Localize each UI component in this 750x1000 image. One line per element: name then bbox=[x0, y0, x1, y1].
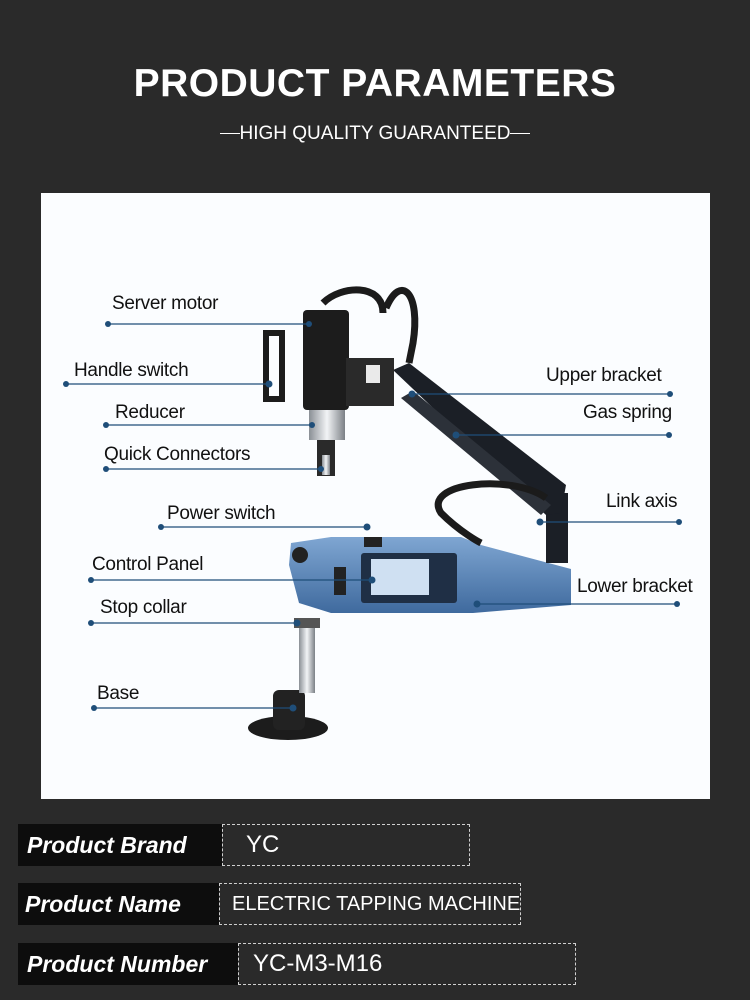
label-power-switch: Power switch bbox=[167, 503, 276, 524]
panel-buttons bbox=[334, 567, 346, 595]
spec-key-name: Product Name bbox=[18, 883, 219, 925]
leader-lines bbox=[66, 323, 679, 709]
label-handle-switch: Handle switch bbox=[74, 360, 189, 381]
spec-value-name: ELECTRIC TAPPING MACHINE bbox=[219, 883, 521, 925]
control-screen bbox=[371, 559, 429, 595]
label-control-panel: Control Panel bbox=[92, 554, 204, 575]
spec-key-number: Product Number bbox=[18, 943, 238, 985]
spec-key-brand: Product Brand bbox=[18, 824, 222, 866]
label-upper-bracket: Upper bracket bbox=[546, 365, 662, 386]
label-stop-collar: Stop collar bbox=[100, 597, 187, 618]
machine-illustration bbox=[63, 286, 682, 740]
label-server-motor: Server motor bbox=[112, 293, 219, 314]
leader-dots bbox=[63, 321, 682, 712]
power-cable-right bbox=[382, 286, 419, 364]
power-switch-knob bbox=[364, 537, 382, 547]
control-knob bbox=[292, 547, 308, 563]
label-quick-connectors: Quick Connectors bbox=[104, 444, 251, 465]
power-cable-upper bbox=[320, 286, 387, 314]
page-subtitle: HIGH QUALITY GUARANTEED bbox=[0, 123, 750, 145]
label-link-axis: Link axis bbox=[606, 491, 678, 512]
label-lower-bracket: Lower bracket bbox=[577, 576, 693, 597]
upper-bracket-arm bbox=[393, 363, 566, 515]
quick-connector-tip bbox=[322, 455, 330, 475]
label-gas-spring: Gas spring bbox=[583, 402, 672, 423]
server-motor-body bbox=[303, 310, 349, 410]
column-pole bbox=[299, 623, 315, 693]
handle-frame bbox=[263, 330, 285, 402]
base-body bbox=[273, 690, 305, 730]
label-base: Base bbox=[97, 683, 140, 704]
stop-collar-ring bbox=[294, 618, 320, 628]
motor-label-plate bbox=[366, 365, 380, 383]
subtitle-text: HIGH QUALITY GUARANTEED bbox=[239, 123, 511, 144]
spec-value-number: YC-M3-M16 bbox=[238, 943, 576, 985]
page-title: PRODUCT PARAMETERS bbox=[133, 62, 617, 105]
subtitle-right-rule bbox=[510, 133, 531, 135]
spec-value-brand: YC bbox=[222, 824, 470, 866]
power-cable-lower bbox=[434, 480, 549, 547]
product-diagram: Server motor Handle switch Reducer Quick… bbox=[41, 193, 710, 799]
subtitle-left-rule bbox=[219, 133, 240, 135]
gas-spring-arm bbox=[401, 391, 551, 515]
label-reducer: Reducer bbox=[115, 402, 185, 423]
